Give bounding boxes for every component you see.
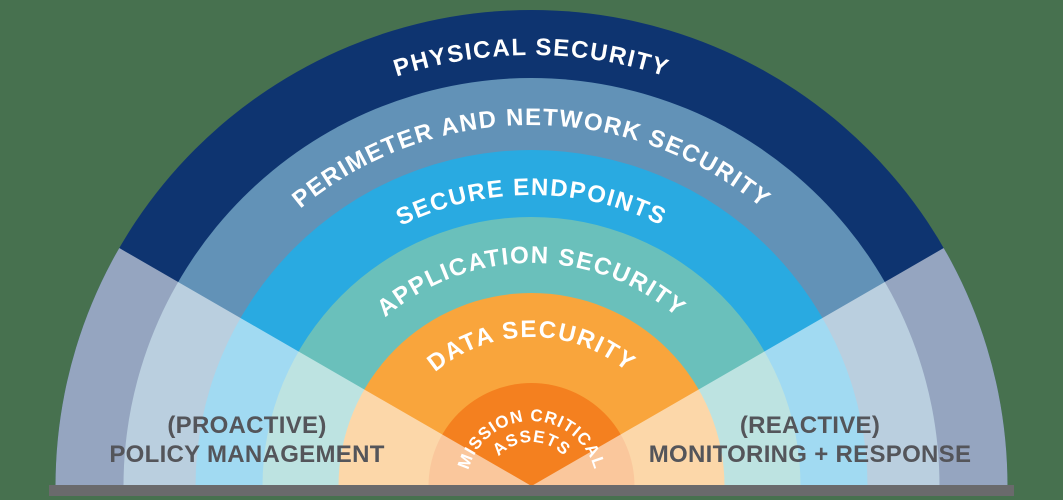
reactive-label: (REACTIVE) (740, 412, 880, 439)
proactive-label: (PROACTIVE) (167, 412, 326, 439)
baseline-bar (49, 485, 1014, 496)
policy-management-label: POLICY MANAGEMENT (109, 441, 384, 468)
monitoring-response-label: MONITORING + RESPONSE (649, 441, 972, 468)
